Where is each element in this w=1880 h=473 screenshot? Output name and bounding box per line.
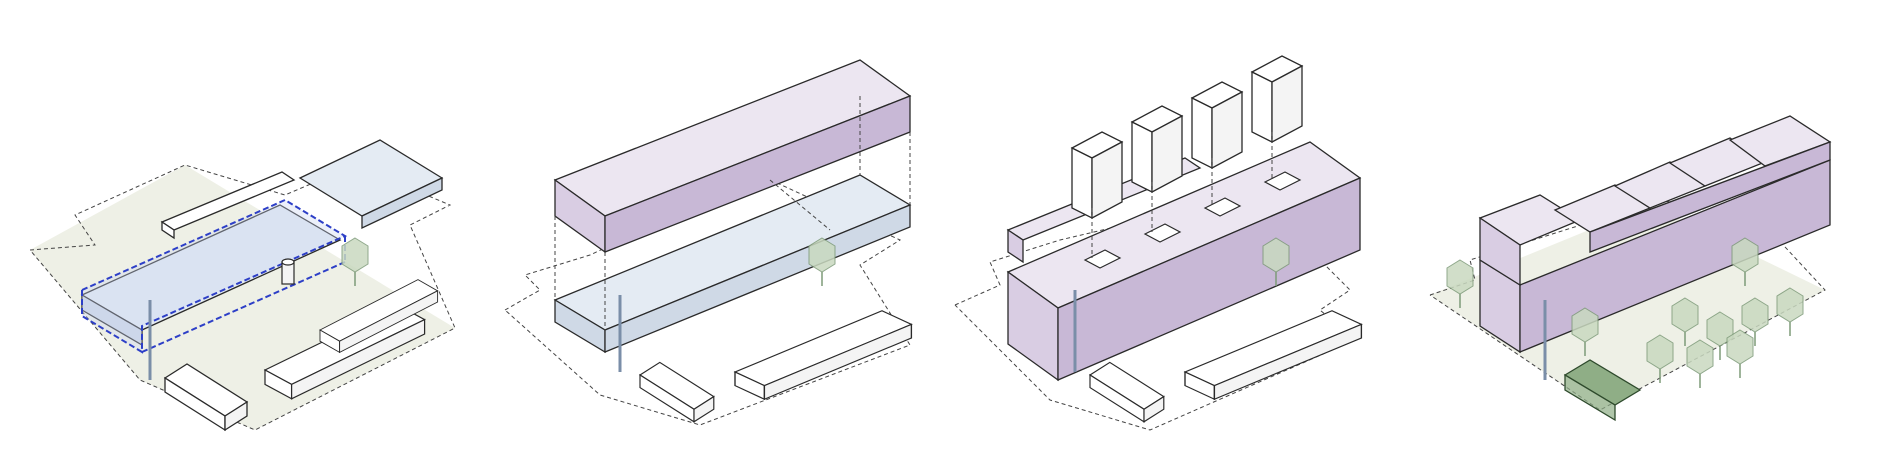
final-mass	[1478, 115, 1832, 354]
panel-existing-site	[29, 139, 456, 431]
existing-factory	[80, 198, 348, 380]
greenhouse	[1563, 359, 1642, 422]
tree-icon	[1686, 339, 1714, 389]
panel-lifted-volume	[504, 59, 913, 426]
tree-icon	[808, 237, 836, 287]
tree-icon	[1776, 287, 1804, 337]
lifted-mass	[553, 59, 912, 254]
cutouts	[1083, 171, 1302, 269]
panel-final-building	[1429, 115, 1832, 422]
panel-tower-cutouts	[954, 55, 1363, 431]
existing-warehouse-block	[160, 139, 444, 240]
tree-icon	[1726, 329, 1754, 379]
